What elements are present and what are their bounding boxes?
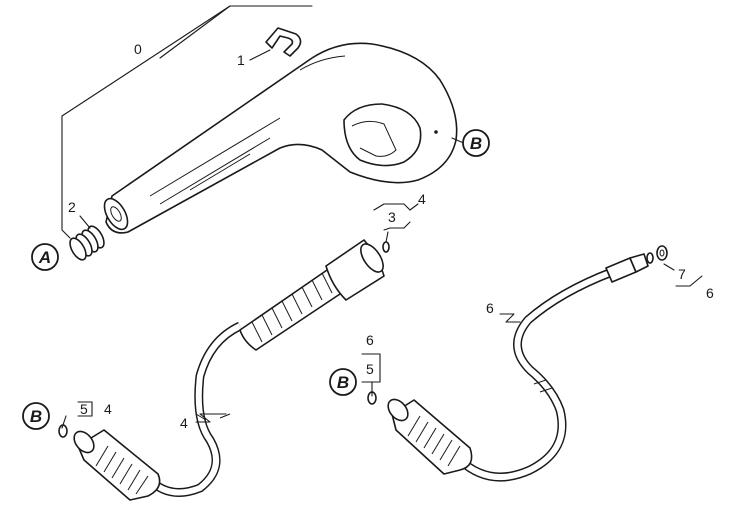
badge-a: A [31, 243, 59, 271]
label-part-4-left-ref: 4 [104, 401, 112, 417]
part-number-labels: 0 1 2 3 4 4 5 4 6 5 6 7 6 [68, 41, 714, 431]
label-part-6-mid: 6 [366, 332, 374, 348]
hose-clip-part [265, 27, 302, 57]
label-part-1: 1 [237, 52, 245, 68]
label-part-5-mid: 5 [366, 361, 374, 377]
label-part-4-left: 4 [180, 415, 188, 431]
label-part-3: 3 [388, 209, 396, 225]
badge-b-gun: B [462, 129, 490, 157]
label-part-0: 0 [134, 41, 142, 57]
svg-text:B: B [30, 407, 42, 426]
svg-text:B: B [337, 373, 349, 392]
label-part-6-right-hose: 6 [486, 300, 494, 316]
label-part-2: 2 [68, 199, 76, 215]
label-part-6-right: 6 [706, 285, 714, 301]
leader-lines [61, 5, 703, 429]
label-part-7: 7 [678, 266, 686, 282]
label-part-4-top: 4 [418, 191, 426, 207]
svg-text:B: B [470, 134, 482, 153]
left-hose [58, 239, 390, 501]
label-part-5-left: 5 [80, 401, 88, 417]
badge-b-mid-hose: B [329, 368, 357, 396]
right-hose [367, 245, 668, 482]
svg-text:A: A [38, 248, 51, 267]
trigger-gun-body [103, 42, 458, 234]
spring-part [69, 225, 105, 261]
badge-b-left-hose: B [22, 402, 50, 430]
